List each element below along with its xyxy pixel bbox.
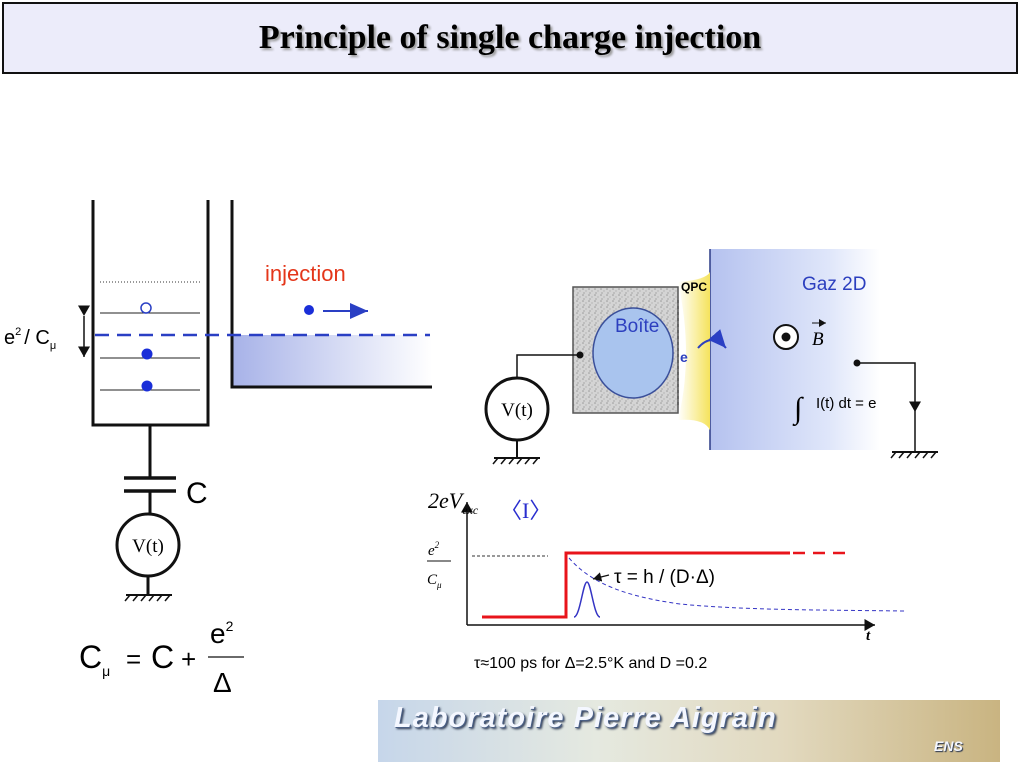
formula-numerator: e2 — [210, 618, 234, 649]
formula-lhs: Cμ — [79, 639, 110, 679]
timing-caption: τ≈100 ps for Δ=2.5°K and D =0.2 — [474, 655, 707, 672]
magnetic-field-dot — [781, 332, 791, 342]
voltage-source-label: V(t) — [501, 400, 533, 421]
formula-denominator: Δ — [213, 667, 232, 698]
slide-title: Principle of single charge injection — [258, 19, 762, 56]
gas-2d-region — [710, 249, 880, 450]
qpc-label: QPC — [681, 280, 707, 294]
electron-dot — [141, 380, 153, 392]
formula-plus: + — [181, 644, 196, 674]
lead-fermi-sea — [232, 335, 432, 387]
device-schematic: QPC Boîte e Gaz 2D B ∫ I(t) dt = e — [484, 249, 938, 465]
electron-dot — [141, 348, 153, 360]
integral-expression: I(t) dt = e — [816, 395, 876, 412]
tau-expression: τ = h / (D·Δ) — [614, 567, 715, 588]
integral-sign: ∫ — [792, 392, 804, 427]
electron-label: e — [680, 349, 688, 365]
ground-icon — [124, 594, 172, 602]
tau-pointer-arrow — [592, 572, 610, 582]
y-top-label: 2eVexc — [428, 488, 479, 517]
empty-state-marker — [140, 302, 152, 314]
current-lead — [857, 362, 921, 412]
qpc-gate — [678, 272, 710, 430]
tunneling-arrow — [697, 329, 727, 349]
x-axis-label: t — [866, 628, 871, 644]
current-label: 〈I〉 — [500, 498, 551, 523]
box-dot — [592, 307, 674, 399]
injection-label: injection — [265, 261, 346, 286]
lab-banner-sub: ENS — [934, 738, 963, 754]
y-mid-numerator: e2 — [428, 540, 440, 559]
y-mid-denominator: Cμ — [427, 572, 442, 590]
capacitance-formula: Cμ = C + e2 Δ — [79, 618, 244, 698]
ground-icon — [492, 457, 540, 465]
formula-c: C — [151, 639, 174, 675]
current-pulse — [573, 581, 601, 618]
quantum-dot-schematic: injection e2/ Cμ C V(t) — [4, 200, 432, 602]
gas-2d-label: Gaz 2D — [802, 274, 866, 295]
capacitor-label: C — [186, 477, 208, 510]
ground-icon — [890, 451, 938, 459]
box-label: Boîte — [615, 316, 659, 337]
title-bar: Principle of single charge injection — [2, 2, 1018, 74]
lab-banner: Laboratoire Pierre Aigrain ENS — [378, 700, 1000, 762]
voltage-source-label: V(t) — [132, 536, 164, 557]
voltage-step-curve — [482, 551, 790, 619]
timing-plot: 2eVexc 〈I〉 e2 Cμ τ = h / (D·Δ) t — [427, 488, 906, 644]
level-spacing-label: e2/ Cμ — [4, 326, 56, 352]
lab-banner-text: Laboratoire Pierre Aigrain — [394, 702, 777, 734]
lead-wall — [230, 200, 432, 389]
injected-electron — [304, 305, 314, 315]
formula-equals: = — [126, 644, 141, 674]
source-lead — [516, 354, 580, 378]
b-field-label: B — [812, 329, 824, 350]
